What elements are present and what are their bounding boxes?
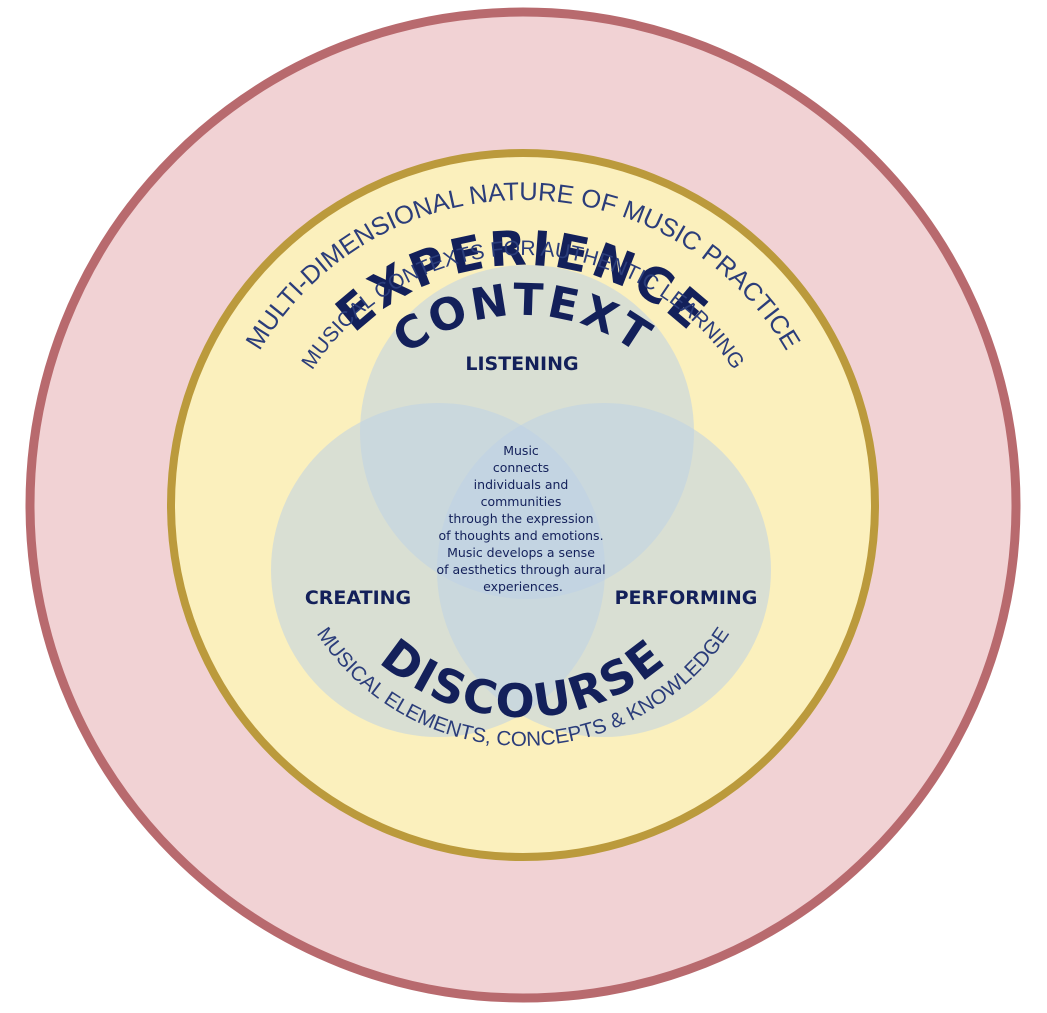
center-line: of aesthetics through aural — [436, 562, 605, 577]
center-line: Music — [503, 443, 539, 458]
performing-label: PERFORMING — [615, 587, 758, 609]
venn-diagram — [271, 265, 771, 737]
center-statement: Music connects individuals and communiti… — [436, 443, 609, 594]
venn-circle-performing — [437, 403, 771, 737]
center-line: through the expression — [449, 511, 594, 526]
listening-label: LISTENING — [465, 353, 578, 375]
center-line: of thoughts and emotions. — [438, 528, 603, 543]
center-line: Music develops a sense — [447, 545, 595, 560]
center-line: experiences. — [483, 579, 563, 594]
center-line: communities — [481, 494, 562, 509]
center-line: connects — [493, 460, 549, 475]
center-line: individuals and — [474, 477, 569, 492]
creating-label: CREATING — [305, 587, 411, 609]
